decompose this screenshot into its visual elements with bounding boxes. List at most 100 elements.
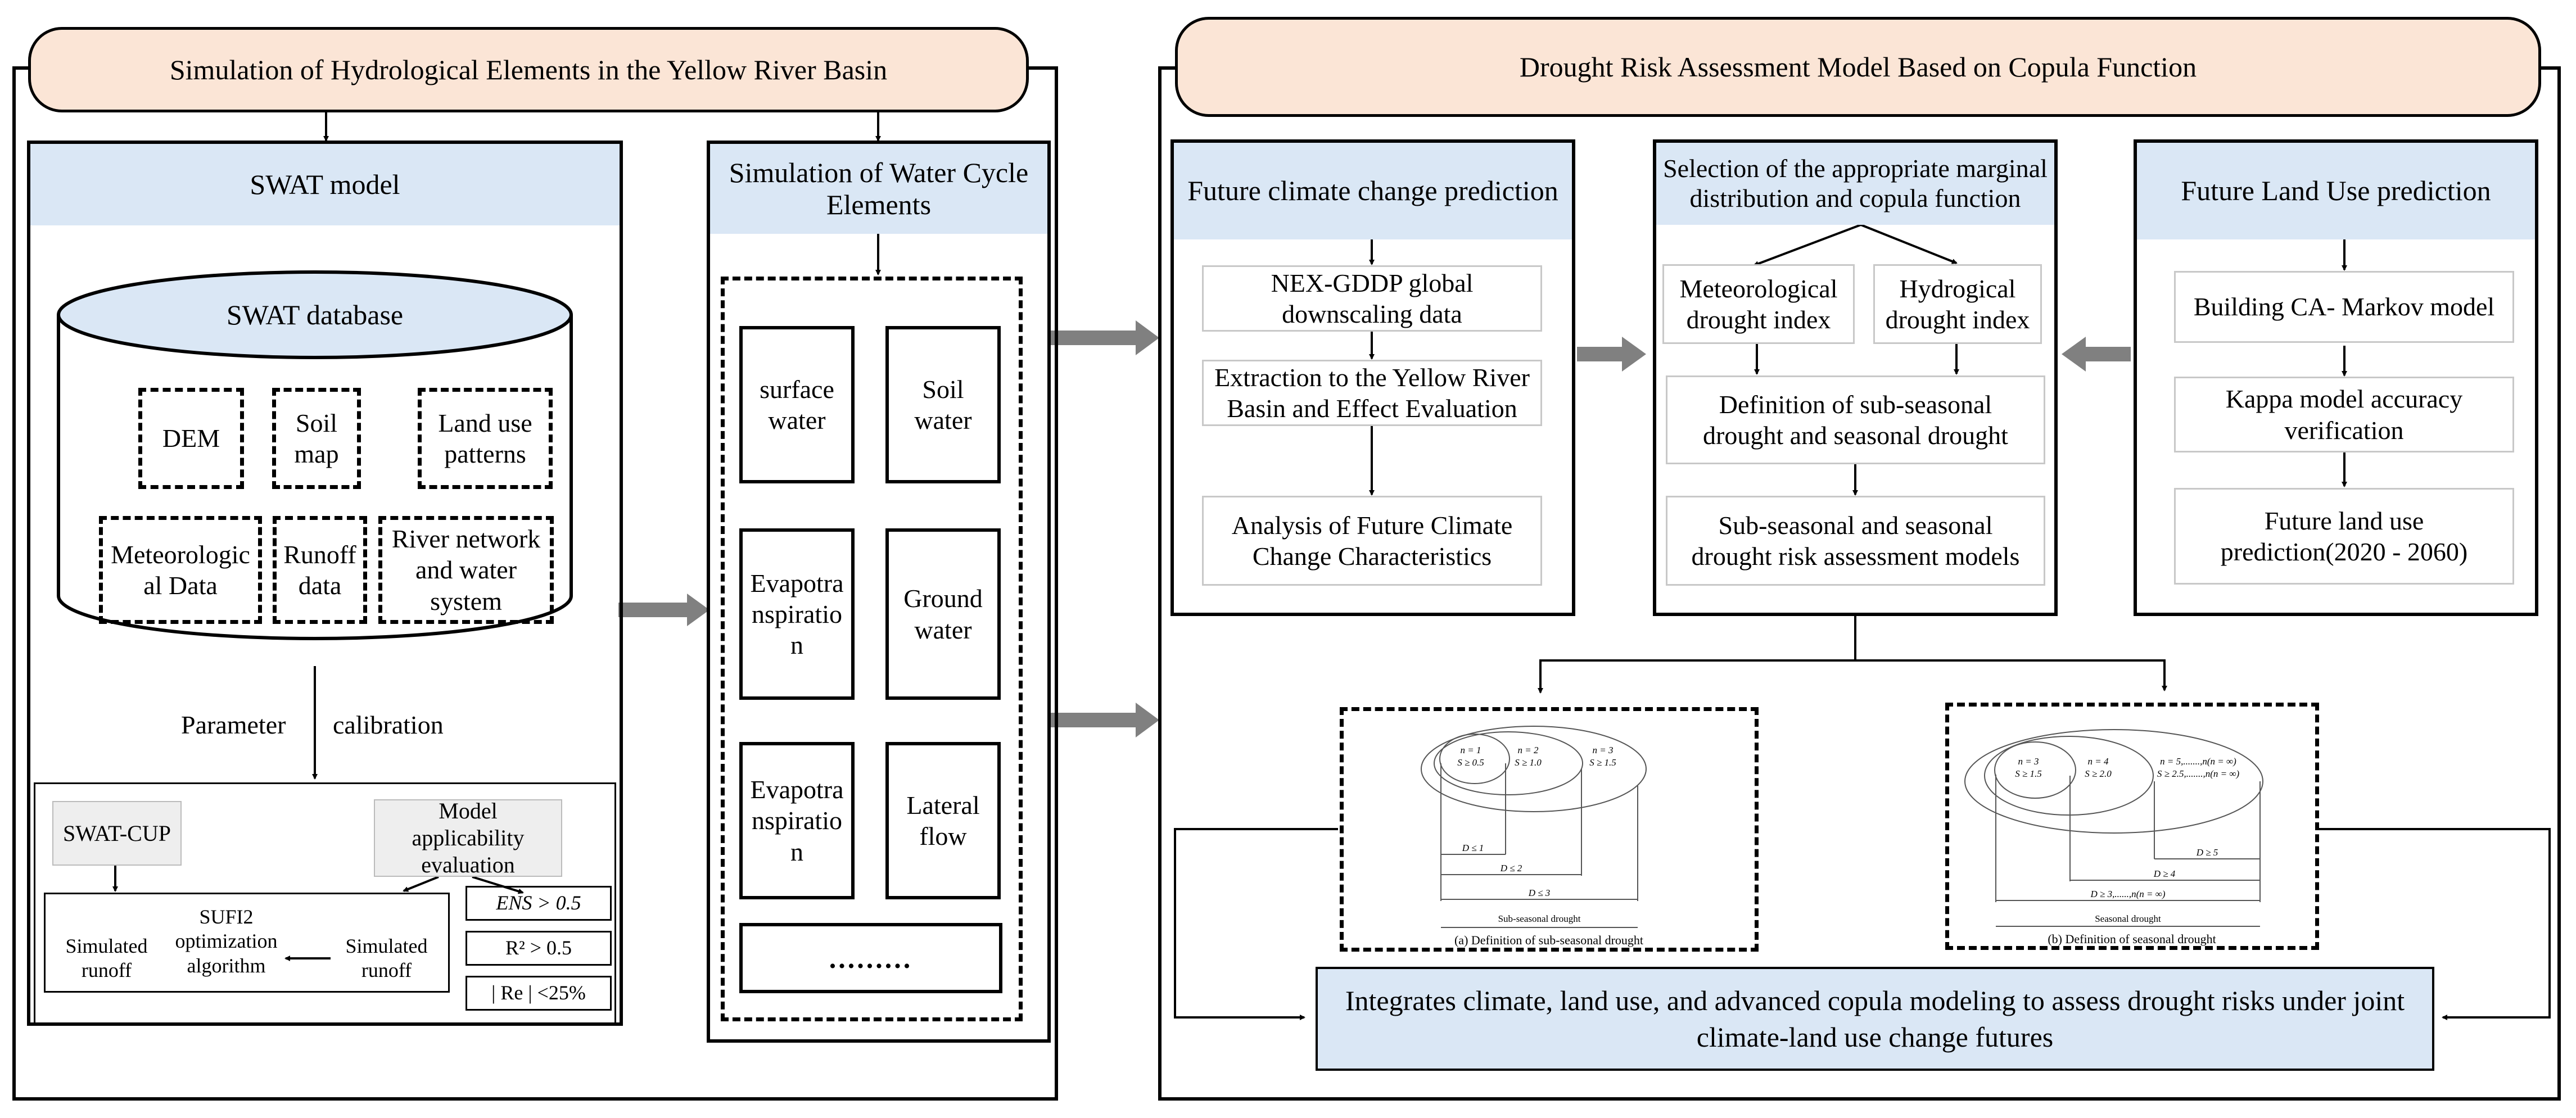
integration-text: Integrates climate, land use, and advanc… [1345,984,2405,1053]
wc-surface-water-label: surface water [760,374,834,434]
subfig-a-n3: n = 3 [1593,745,1614,755]
climate-step-extraction-label: Extraction to the Yellow River Basin and… [1214,363,1530,423]
land-use-title: Future Land Use prediction [2181,175,2491,207]
criterion-r2-label: R² > 0.5 [505,936,572,959]
parameter-label: Parameter [181,709,286,740]
climate-step-extraction: Extraction to the Yellow River Basin and… [1202,360,1542,426]
db-item-meteorological: Meteorological Data [99,516,262,624]
criterion-ens-label: ENS > 0.5 [496,891,581,915]
subfig-b-d3: D ≥ 3,......,n(n = ∞) [2090,889,2165,899]
db-item-river-network-label: River network and water system [391,524,541,615]
swat-model-header: SWAT model [30,144,620,225]
subfig-b-diagram: n = 3 S ≥ 1.5 n = 4 S ≥ 2.0 n = 5,......… [1964,729,2263,946]
wc-soil-water-label: Soil water [914,374,972,434]
applicability-label: Model applicability evaluation [412,798,525,877]
climate-panel [1171,139,1575,616]
subfig-b-circle-1 [1994,741,2076,799]
sufi2-algorithm: SUFI2 optimization algorithm [169,899,284,984]
subfig-b-circle-2 [1984,736,2154,816]
wc-evapotranspiration-2-label: Evapotranspiration [750,775,844,866]
swat-database-text: SWAT database [226,299,404,331]
simulated-runoff-right: Simulated runoff [332,930,441,986]
subfig-a-s1: S ≥ 0.5 [1457,757,1484,768]
wc-lateral-flow-label: Lateral flow [906,790,980,850]
subfig-a-s3: S ≥ 1.5 [1589,757,1616,768]
subfig-a-n2: n = 2 [1518,745,1539,755]
criterion-re-label: | Re | <25% [491,981,586,1004]
wc-more: ......... [739,923,1002,993]
simulated-runoff-right-label: Simulated runoff [345,934,428,981]
db-item-river-network: River network and water system [378,516,554,624]
copula-title: Selection of the appropriate marginal di… [1663,154,2048,212]
water-cycle-dashed-frame [721,277,1023,1021]
wc-surface-water: surface water [739,326,855,483]
copula-header: Selection of the appropriate marginal di… [1656,143,2054,225]
swat-model-panel [27,141,623,1026]
subfig-a-circle-2 [1434,731,1583,795]
subfig-b-n3: n = 5,.......,n(n = ∞) [2160,756,2236,767]
criterion-ens: ENS > 0.5 [466,886,612,921]
swat-database-cylinder [57,270,573,640]
applicability-box: Model applicability evaluation [374,798,562,877]
right-title: Drought Risk Assessment Model Based on C… [1175,17,2541,117]
hydrological-drought-index: Hydrogical drought index [1873,264,2042,344]
subfig-a-frame [1340,707,1759,952]
criterion-r2: R² > 0.5 [466,931,612,966]
subfig-b-caption: (b) Definition of seasonal drought [2048,932,2216,946]
db-item-runoff: Runoff data [273,516,367,624]
water-cycle-title: Simulation of Water Cycle Elements [729,156,1029,221]
land-step-ca-markov-label: Building CA- Markov model [2193,292,2495,322]
subfig-b-s2: S ≥ 2.0 [2085,768,2112,779]
subfig-b-circle-3 [1964,729,2263,834]
drought-definition: Definition of sub-seasonal drought and s… [1666,375,2045,464]
subfig-b-frame [1945,703,2319,950]
subfig-a-circle-1 [1439,734,1510,784]
wc-lateral-flow: Lateral flow [885,742,1001,899]
swat-database-label: SWAT database [169,287,461,343]
land-step-future-prediction: Future land use prediction(2020 - 2060) [2174,488,2514,585]
climate-title: Future climate change prediction [1187,175,1558,207]
meteorological-drought-index-label: Meteorological drought index [1679,274,1838,334]
subfig-a-circle-3 [1421,726,1647,812]
sufi2-label: SUFI2 optimization algorithm [175,906,278,977]
db-item-meteorological-label: Meteorological Data [111,540,250,600]
subfig-a-range-label: Sub-seasonal drought [1498,913,1581,924]
subfig-a-caption: (a) Definition of sub-seasonal drought [1454,933,1643,947]
climate-step-nex-gddp-label: NEX-GDDP global downscaling data [1271,268,1474,328]
subfig-b-s1: S ≥ 1.5 [2015,768,2042,779]
water-cycle-panel [707,141,1051,1043]
db-item-land-use-label: Land use patterns [438,408,532,468]
calibration-panel [34,782,616,1024]
subfig-b-n1: n = 3 [2018,756,2039,767]
climate-header: Future climate change prediction [1174,143,1572,239]
subfig-a-d1: D ≤ 1 [1462,843,1484,853]
wc-soil-water: Soil water [885,326,1001,483]
subfig-b-s3: S ≥ 2.5,.......,n(n = ∞) [2157,768,2240,779]
wc-evapotranspiration-1-label: Evapotranspiration [750,568,844,660]
left-title-text: Simulation of Hydrological Elements in t… [169,54,888,85]
db-item-runoff-label: Runoff data [283,540,356,600]
climate-step-analysis-label: Analysis of Future Climate Change Charac… [1231,510,1513,571]
land-step-ca-markov: Building CA- Markov model [2174,271,2514,343]
gray-arrow-wc-to-right-bottom [1049,703,1159,737]
wc-more-label: ......... [829,942,913,974]
calibration-label: calibration [333,709,444,740]
subfig-a-d2: D ≤ 2 [1500,863,1522,873]
parameter-text: Parameter [181,710,286,739]
simulated-runoff-left-label: Simulated runoff [65,934,148,981]
land-use-panel [2134,139,2538,616]
db-item-soil-map-label: Soil map [294,408,339,468]
climate-step-analysis: Analysis of Future Climate Change Charac… [1202,496,1542,586]
drought-definition-label: Definition of sub-seasonal drought and s… [1703,390,2008,450]
swat-cup-box: SWAT-CUP [52,801,182,866]
subfig-a-d3: D ≤ 3 [1528,888,1551,898]
wc-evapotranspiration-2: Evapotranspiration [739,742,855,899]
risk-assessment-models-label: Sub-seasonal and seasonal drought risk a… [1691,510,2020,571]
left-title: Simulation of Hydrological Elements in t… [28,27,1029,112]
climate-step-nex-gddp: NEX-GDDP global downscaling data [1202,265,1542,332]
sufi2-frame [44,893,450,993]
land-step-kappa: Kappa model accuracy verification [2174,377,2514,452]
subfig-a-n1: n = 1 [1461,745,1481,755]
criterion-re: | Re | <25% [466,976,612,1011]
integration-box: Integrates climate, land use, and advanc… [1316,967,2434,1071]
